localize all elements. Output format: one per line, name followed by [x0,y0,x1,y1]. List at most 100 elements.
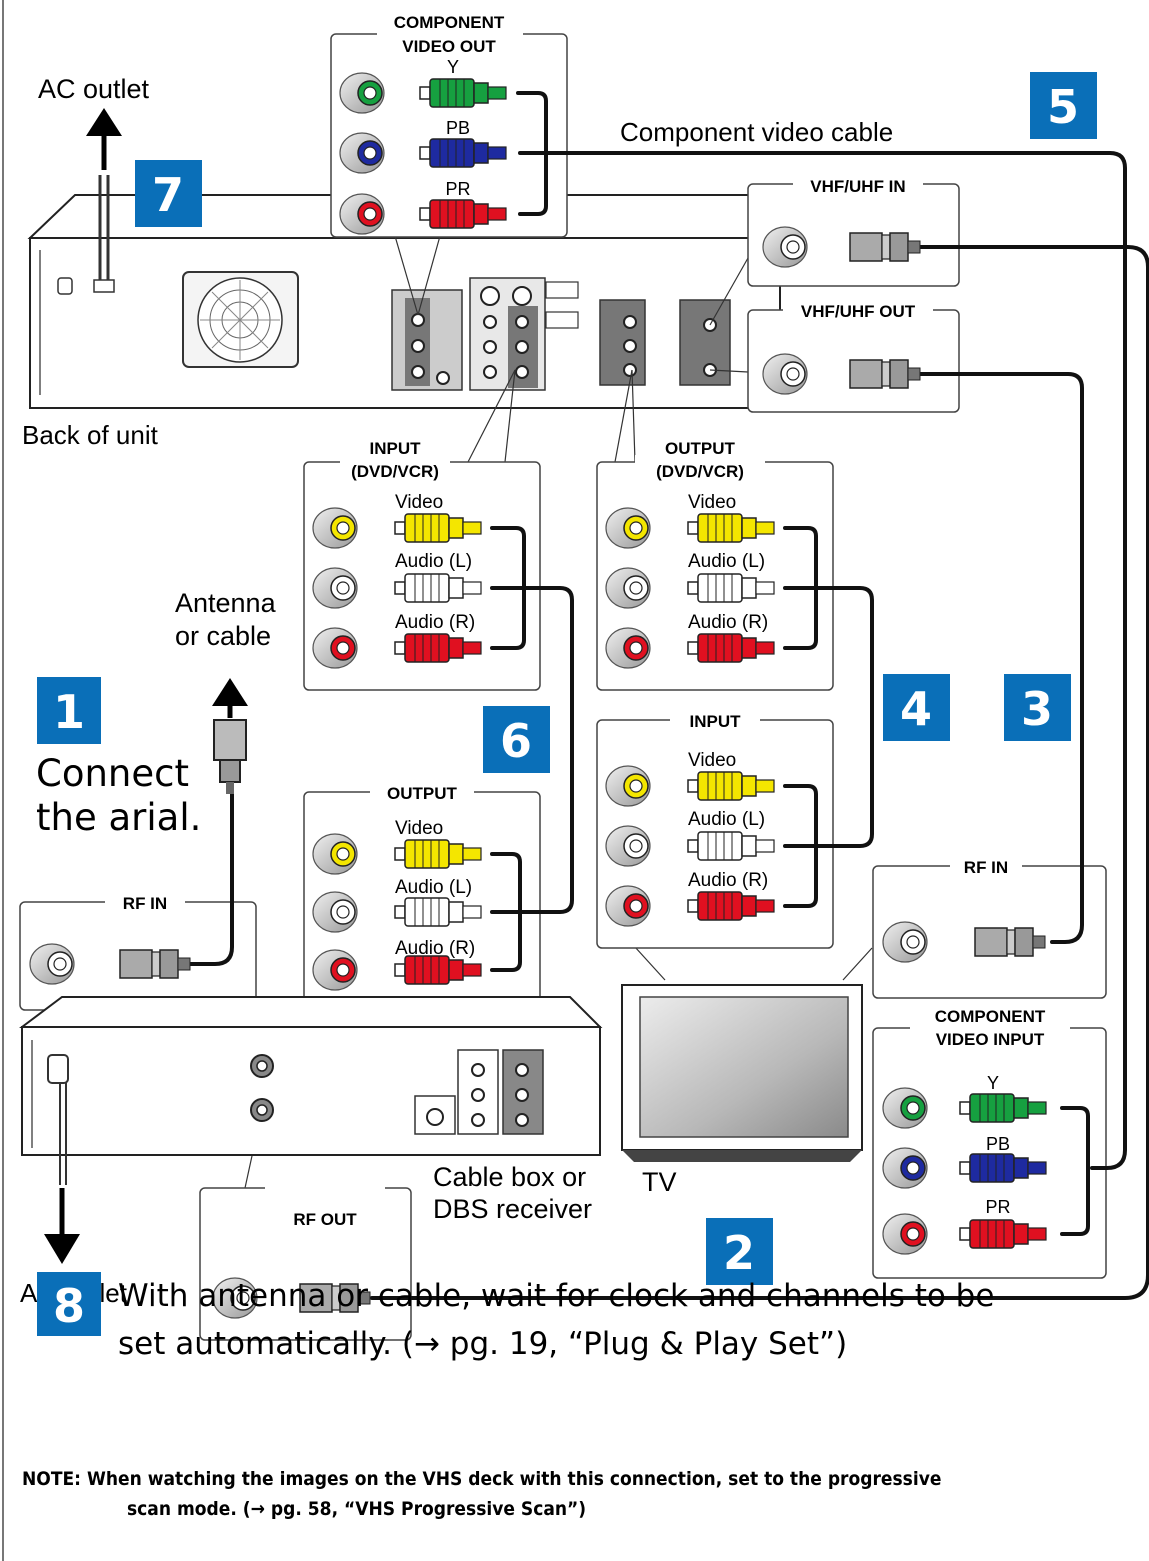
fan-grille-icon [182,271,299,368]
step-8-line-1: With antenna or cable, wait for clock an… [118,1278,995,1314]
jack-rf-in-box [29,943,75,985]
plug-comp-in-y [959,1093,1047,1123]
plug-input-audio-r [394,633,482,663]
step-8-instruction: With antenna or cable, wait for clock an… [118,1272,1128,1368]
component-cable-label: Component video cable [620,117,893,147]
step-badge-1: 1 [37,677,101,744]
tv-label: TV [642,1167,677,1197]
svg-text:7: 7 [152,168,184,222]
input-audio-r-label: Audio (R) [395,612,475,633]
step-badge-7: 7 [135,160,202,227]
back-of-unit-label: Back of unit [22,420,159,450]
box-output-video-label: Video [395,818,443,839]
note-block: NOTE: When watching the images on the VH… [22,1464,1132,1524]
jack-input-audio-r [312,627,358,669]
comp-in-pr-label: PR [985,1197,1010,1217]
jack-output-video [605,507,651,549]
power-cord-socket-icon [47,1054,69,1084]
comp-in-pb-label: PB [986,1134,1010,1154]
cables [188,91,1149,1300]
plug-tv-input-audio-l [687,831,775,861]
plug-output-audio-r [687,633,775,663]
step-badge-6: 6 [483,706,550,773]
plug-comp-out-pb [419,138,507,168]
jack-rf-out-box [212,1277,258,1319]
plug-box-output-audio-l [394,897,482,927]
svg-text:4: 4 [900,682,932,736]
jack-vhf-out [762,353,808,395]
step-badge-5: 5 [1030,72,1097,139]
plug-tv-input-video [687,771,775,801]
jack-tv-input-audio-r [605,885,651,927]
jack-tv-input-video [605,765,651,807]
rf-in-tv-title: RF IN [964,858,1008,877]
box-output-title: OUTPUT [387,784,458,803]
arrow-up-icon-antenna [212,678,248,706]
jack-comp-out-y [339,72,385,114]
svg-text:5: 5 [1047,80,1079,134]
jack-box-output-audio-r [312,949,358,991]
antenna-label-1: Antenna [175,588,277,618]
box-output-audio-r-label: Audio (R) [395,938,475,959]
svg-text:2: 2 [723,1226,755,1280]
tv-input-audio-l-label: Audio (L) [688,809,765,830]
plug-comp-out-pr [419,199,507,229]
svg-text:1: 1 [53,685,85,739]
jack-output-audio-l [605,567,651,609]
comp-out-pr-label: PR [445,179,470,199]
step-8-line-2: set automatically. (→ pg. 19, “Plug & Pl… [118,1326,848,1362]
plug-comp-in-pb [959,1153,1047,1183]
jack-comp-out-pb [339,132,385,174]
arrow-up-icon [86,108,122,136]
note-line-1: NOTE: When watching the images on the VH… [22,1468,942,1490]
plug-vhf-out [849,359,921,389]
tv-input-title: INPUT [690,712,742,731]
component-in-title-1: COMPONENT [935,1007,1046,1026]
jack-input-audio-l [312,567,358,609]
component-out-title-2: VIDEO OUT [402,37,496,56]
jack-input-video [312,507,358,549]
vhf-out-title: VHF/UHF OUT [801,302,916,321]
jack-tv-input-audio-l [605,825,651,867]
cable-box-unit [19,996,603,1264]
plug-input-video [394,513,482,543]
step-badges: 7 5 1 6 4 3 2 8 [37,72,1097,1336]
jacks-and-plugs [29,72,1047,1319]
output-audio-r-label: Audio (R) [688,612,768,633]
output-dvdvcr-title-2: (DVD/VCR) [656,462,744,481]
connect-label-2: the arial. [36,796,201,839]
jack-comp-in-y [882,1087,928,1129]
plug-output-video [687,513,775,543]
ac-outlet-top-label: AC outlet [38,74,150,104]
step-badge-2: 2 [706,1218,773,1285]
svg-text:3: 3 [1021,682,1053,736]
rf-in-box-title: RF IN [123,894,167,913]
svg-text:8: 8 [53,1279,85,1333]
cable-box-label-2: DBS receiver [433,1194,592,1224]
plug-rf-in-tv [974,927,1046,957]
rf-out-box-title: RF OUT [293,1210,357,1229]
note-line-2: scan mode. (→ pg. 58, “VHS Progressive S… [127,1498,587,1520]
output-video-label: Video [688,492,736,513]
input-dvdvcr-title-1: INPUT [370,439,422,458]
output-dvdvcr-title-1: OUTPUT [665,439,736,458]
comp-in-y-label: Y [987,1073,999,1093]
plug-tv-input-audio-r [687,891,775,921]
plug-rf-in-box [119,949,191,979]
tv-input-video-label: Video [688,750,736,771]
step-badge-3: 3 [1004,674,1071,741]
jack-comp-out-pr [339,193,385,235]
power-socket-icon [57,277,73,295]
svg-text:6: 6 [500,714,532,768]
arrow-down-icon [44,1234,80,1264]
plug-box-output-audio-r [394,955,482,985]
component-in-title-2: VIDEO INPUT [936,1030,1045,1049]
component-out-title-1: COMPONENT [394,13,505,32]
dvd-vcr-unit [27,108,781,409]
jack-vhf-in [762,226,808,268]
jack-comp-in-pb [882,1147,928,1189]
cable-box-label-1: Cable box or [433,1162,586,1192]
output-audio-l-label: Audio (L) [688,551,765,572]
